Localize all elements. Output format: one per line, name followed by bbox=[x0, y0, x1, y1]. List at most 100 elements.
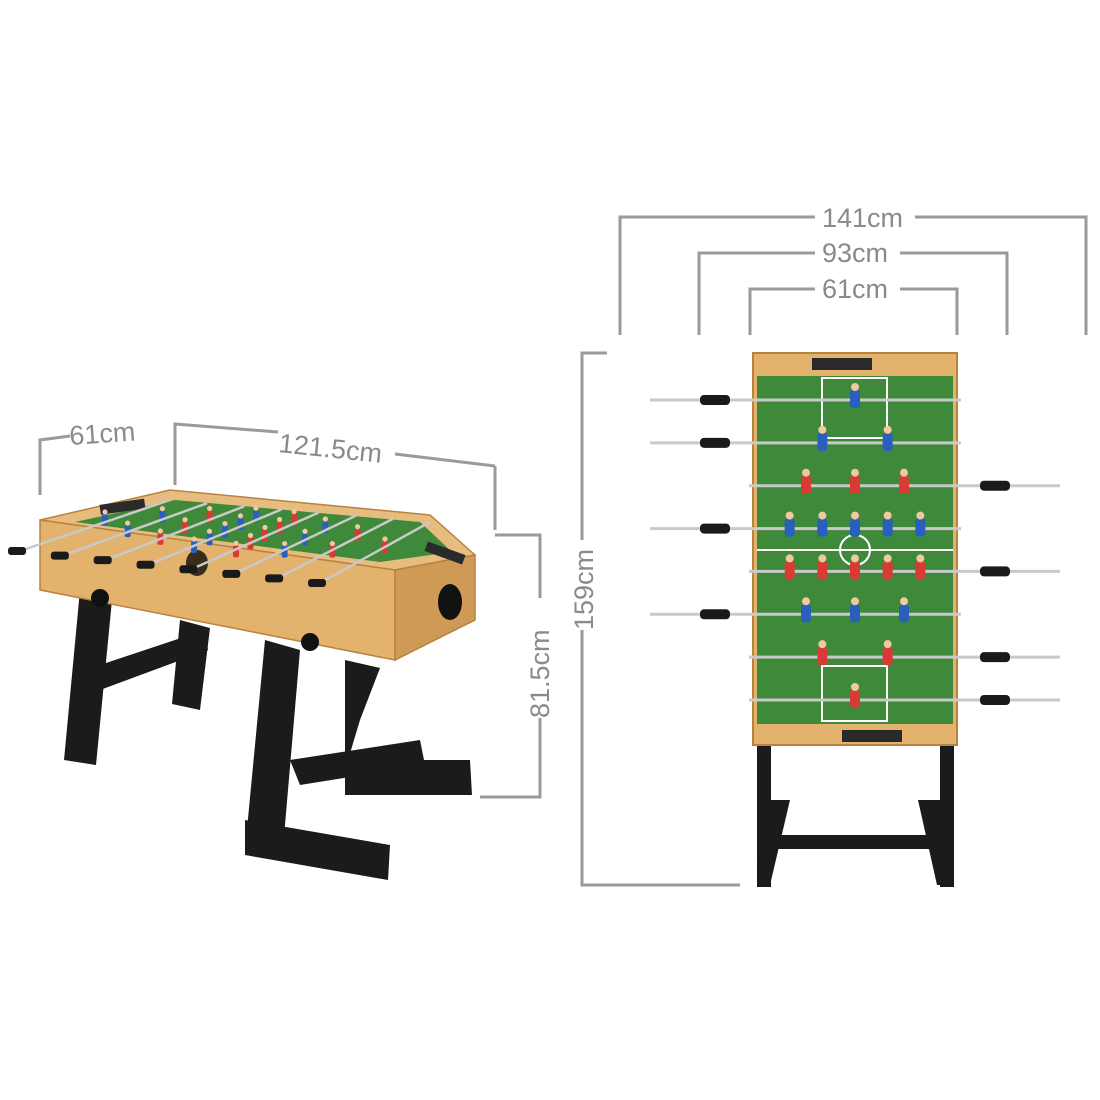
player-head bbox=[851, 683, 859, 691]
goal-opening bbox=[438, 584, 462, 620]
height-line-bottom bbox=[580, 630, 740, 887]
rod-handle bbox=[980, 652, 1010, 663]
player-head bbox=[818, 640, 827, 649]
player-head bbox=[302, 528, 308, 534]
score-counter bbox=[99, 498, 146, 515]
player-head bbox=[851, 468, 859, 477]
rod-handle bbox=[980, 480, 1010, 491]
rod-handle bbox=[50, 551, 69, 560]
length-dimension-line bbox=[173, 422, 279, 485]
rod bbox=[319, 520, 431, 585]
back-right-leg bbox=[345, 660, 472, 795]
front-right-foot bbox=[245, 820, 390, 880]
inner-width-label: 61cm bbox=[822, 274, 888, 304]
top-view-rods bbox=[650, 383, 1060, 708]
player-figure bbox=[850, 475, 860, 494]
player-figure bbox=[801, 604, 811, 623]
player-head bbox=[282, 540, 288, 547]
total-width-label: 141cm bbox=[822, 203, 903, 233]
player-figure bbox=[882, 432, 893, 451]
table-legs bbox=[64, 590, 472, 880]
player-head bbox=[157, 528, 163, 534]
rod-handle bbox=[265, 574, 284, 583]
player-head bbox=[883, 554, 892, 563]
player-head bbox=[233, 540, 239, 546]
player-head bbox=[382, 536, 388, 542]
rod bbox=[19, 498, 171, 553]
player-figure bbox=[882, 518, 893, 537]
front-left-leg bbox=[64, 590, 112, 765]
rod-handle bbox=[222, 569, 241, 578]
top-goal-box bbox=[821, 377, 888, 439]
vertical-height-label: 159cm bbox=[569, 549, 599, 630]
player-figure bbox=[850, 690, 860, 708]
corner-knob bbox=[91, 589, 109, 607]
rod-handle bbox=[700, 395, 730, 405]
mid-width-line-right bbox=[900, 251, 1009, 335]
height-label: 81.5cm bbox=[525, 629, 555, 718]
total-width-line-right bbox=[915, 215, 1088, 335]
score-counter-far bbox=[424, 541, 466, 565]
player-figure bbox=[817, 518, 828, 537]
player-head bbox=[125, 520, 131, 526]
stand-crossbar bbox=[770, 835, 942, 849]
rod bbox=[105, 505, 245, 562]
player-head bbox=[222, 520, 228, 527]
rod-handle bbox=[700, 437, 730, 448]
player-head bbox=[191, 536, 197, 542]
player-figure bbox=[850, 390, 860, 408]
player-figure bbox=[817, 647, 828, 666]
rod-handle bbox=[179, 565, 198, 574]
player-head bbox=[818, 425, 827, 434]
player-figure bbox=[882, 561, 893, 580]
left-crossbar bbox=[100, 630, 208, 690]
player-figure bbox=[850, 604, 860, 623]
player-head bbox=[247, 532, 254, 538]
right-dimension-lines bbox=[580, 215, 1088, 887]
player-head bbox=[206, 528, 213, 534]
player-head bbox=[253, 505, 259, 511]
height-line-top bbox=[580, 351, 607, 540]
bottom-goal-box bbox=[821, 665, 888, 722]
player-figure bbox=[784, 518, 795, 537]
rod-handle bbox=[93, 556, 112, 565]
rod-handle bbox=[136, 560, 155, 569]
rod-handle bbox=[8, 547, 26, 555]
player-head bbox=[291, 508, 297, 515]
player-head bbox=[329, 540, 335, 547]
player-figure bbox=[102, 514, 108, 526]
depth-dimension-line bbox=[38, 434, 71, 495]
player-figure bbox=[784, 561, 795, 580]
inner-width-line-right bbox=[900, 287, 959, 335]
rod bbox=[62, 501, 208, 557]
player-figure bbox=[817, 432, 828, 451]
player-head bbox=[262, 524, 268, 531]
player-head bbox=[322, 516, 328, 522]
length-dimension-line-right bbox=[394, 452, 496, 468]
length-label: 121.5cm bbox=[277, 428, 383, 469]
mid-width-line-left bbox=[697, 251, 815, 335]
player-head bbox=[851, 383, 859, 391]
rod-handle bbox=[700, 523, 730, 534]
perspective-table: 61cm 121.5cm 81.5cm bbox=[8, 416, 555, 880]
player-figure bbox=[915, 518, 926, 537]
score-counter-top bbox=[812, 358, 872, 370]
corner-knob-right bbox=[301, 633, 319, 651]
player-figure bbox=[915, 561, 926, 580]
player-head bbox=[883, 511, 892, 520]
rod bbox=[148, 508, 282, 566]
player-head bbox=[159, 506, 165, 512]
top-view-table: 141cm 93cm 61cm 159cm bbox=[569, 203, 1088, 887]
player-head bbox=[883, 640, 892, 649]
player-head bbox=[818, 554, 827, 563]
table-end-side bbox=[394, 554, 476, 662]
player-head bbox=[851, 511, 859, 520]
height-dimension-line bbox=[495, 533, 542, 598]
player-head bbox=[851, 597, 859, 606]
player-head bbox=[916, 511, 925, 520]
rod bbox=[233, 514, 357, 575]
rod-handle bbox=[700, 609, 730, 620]
height-dimension-line-lower bbox=[480, 718, 542, 799]
player-head bbox=[900, 468, 908, 477]
